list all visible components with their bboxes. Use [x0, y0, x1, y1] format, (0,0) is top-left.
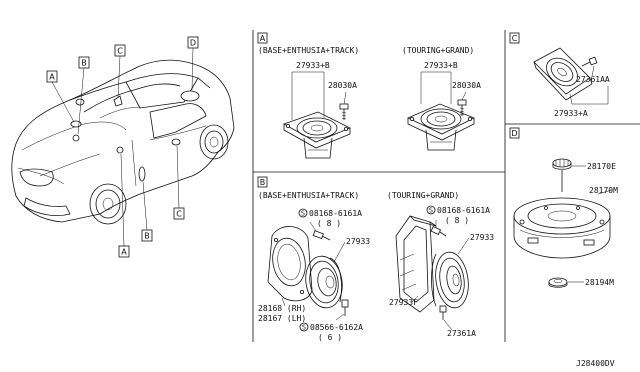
panel-b-left-bolt-top-icon — [312, 230, 331, 241]
svg-text:D: D — [511, 129, 517, 138]
panel-a-left-speaker-icon — [283, 111, 351, 159]
svg-text:( 8 ): ( 8 ) — [445, 216, 469, 225]
tweeter-b-icon — [72, 134, 80, 142]
dash-speaker-a-icon — [70, 120, 82, 128]
door-speaker-a-icon — [116, 146, 124, 154]
svg-text:C: C — [176, 210, 182, 219]
svg-text:08566-6162A: 08566-6162A — [310, 323, 363, 332]
svg-text:S: S — [302, 324, 306, 332]
svg-text:D: D — [190, 39, 196, 48]
panel-c-letter: C — [509, 32, 520, 44]
panel-a-left-part-screw: 28030A — [328, 81, 357, 90]
panel-c-part-screw: 27361AA — [576, 75, 610, 84]
panel-d-bushing-icon — [548, 277, 568, 288]
car-illustration: A B C D A B C — [11, 36, 235, 258]
panel-frames — [252, 30, 640, 342]
panel-c: C 27361AA 27933+A — [509, 32, 610, 118]
panel-a-right-part-speaker: 27933+B — [424, 61, 458, 70]
car-tag-c-top: C — [114, 44, 126, 57]
panel-b-right-speaker-label: 27933 — [470, 233, 494, 242]
panel-c-part-speaker: 27933+A — [554, 109, 588, 118]
panel-b-left-speaker-label: 27933 — [346, 237, 370, 246]
panel-b-left-variant: (BASE+ENTHUSIA+TRACK) — [258, 191, 359, 200]
panel-a-right-speaker-icon — [407, 103, 475, 151]
panel-b-right-spacer-icon — [439, 305, 447, 320]
panel-b-right-bolt-top-label: S 08168-6161A ( 8 ) — [426, 205, 490, 225]
panel-b-right-speaker-icon — [431, 251, 469, 309]
panel-b-left-bracket-lh: 28167 (LH) — [258, 314, 306, 323]
svg-text:B: B — [144, 232, 150, 241]
panel-b-left-bolt-top-label: S 08168-6161A ( 8 ) — [298, 208, 362, 228]
panel-b-right-spacer-label: 27361A — [447, 329, 476, 338]
panel-d-top-nut-icon — [552, 158, 572, 192]
panel-b-left-bolt-bottom-icon — [341, 299, 349, 316]
panel-b-right-enclosure-label: 27933F — [389, 298, 418, 307]
panel-a-right-part-screw: 28030A — [452, 81, 481, 90]
panel-b-left-bracket-rh: 28168 (RH) — [258, 304, 306, 313]
svg-text:( 6 ): ( 6 ) — [318, 333, 342, 342]
svg-text:C: C — [117, 47, 123, 56]
svg-text:B: B — [81, 59, 87, 68]
panel-b-right-bolt-top-icon — [430, 225, 447, 237]
panel-d-part-nut: 28170E — [587, 162, 616, 171]
panel-a-left-screw-icon — [339, 103, 349, 120]
panel-c-screw-icon — [581, 56, 598, 67]
svg-text:A: A — [121, 248, 127, 257]
panel-a-right-variant: (TOURING+GRAND) — [402, 46, 474, 55]
svg-text:( 8 ): ( 8 ) — [317, 219, 341, 228]
diagram-code: J28400DV — [576, 359, 615, 368]
panel-a: A (BASE+ENTHUSIA+TRACK) (TOURING+GRAND) … — [257, 32, 481, 159]
panel-b-left-speaker-icon — [305, 255, 343, 309]
svg-text:S: S — [429, 207, 433, 215]
panel-a-letter: A — [257, 32, 268, 44]
svg-text:08168-6161A: 08168-6161A — [309, 209, 362, 218]
svg-text:B: B — [260, 178, 266, 187]
panel-d-woofer-icon — [513, 197, 611, 259]
car-tag-d-top: D — [187, 36, 199, 49]
woofer-d-icon — [180, 90, 200, 102]
svg-text:C: C — [512, 34, 518, 43]
panel-d-part-woofer: 28170M — [589, 186, 618, 195]
panel-b-right-variant: (TOURING+GRAND) — [387, 191, 459, 200]
car-tag-b-top: B — [78, 56, 90, 69]
panel-c-speaker-icon — [533, 47, 593, 101]
door-speaker-b-icon — [138, 166, 146, 182]
panel-b-left-bolt-bottom-label: S 08566-6162A ( 6 ) — [299, 322, 363, 342]
car-tag-a-bottom: A — [118, 245, 130, 258]
svg-text:08168-6161A: 08168-6161A — [437, 206, 490, 215]
rear-speaker-c-icon — [171, 138, 181, 146]
tweeter-a-icon — [75, 98, 85, 106]
svg-text:A: A — [260, 34, 266, 43]
panel-a-left-part-speaker: 27933+B — [296, 61, 330, 70]
panel-d: D 28170E 28170M — [509, 127, 618, 288]
panel-a-right-screw-icon — [457, 99, 467, 116]
panel-d-letter: D — [509, 127, 520, 139]
car-tag-b-bottom: B — [141, 229, 153, 242]
panel-b: B (BASE+ENTHUSIA+TRACK) (TOURING+GRAND) … — [257, 176, 494, 342]
car-tag-a-top: A — [46, 70, 58, 83]
panel-a-left-variant: (BASE+ENTHUSIA+TRACK) — [258, 46, 359, 55]
panel-d-part-bushing: 28194M — [585, 278, 614, 287]
panel-b-left-bracket-icon — [267, 226, 313, 302]
panel-b-letter: B — [257, 176, 268, 188]
svg-text:A: A — [49, 73, 55, 82]
svg-text:S: S — [301, 210, 305, 218]
car-tag-c-bottom: C — [173, 207, 185, 220]
